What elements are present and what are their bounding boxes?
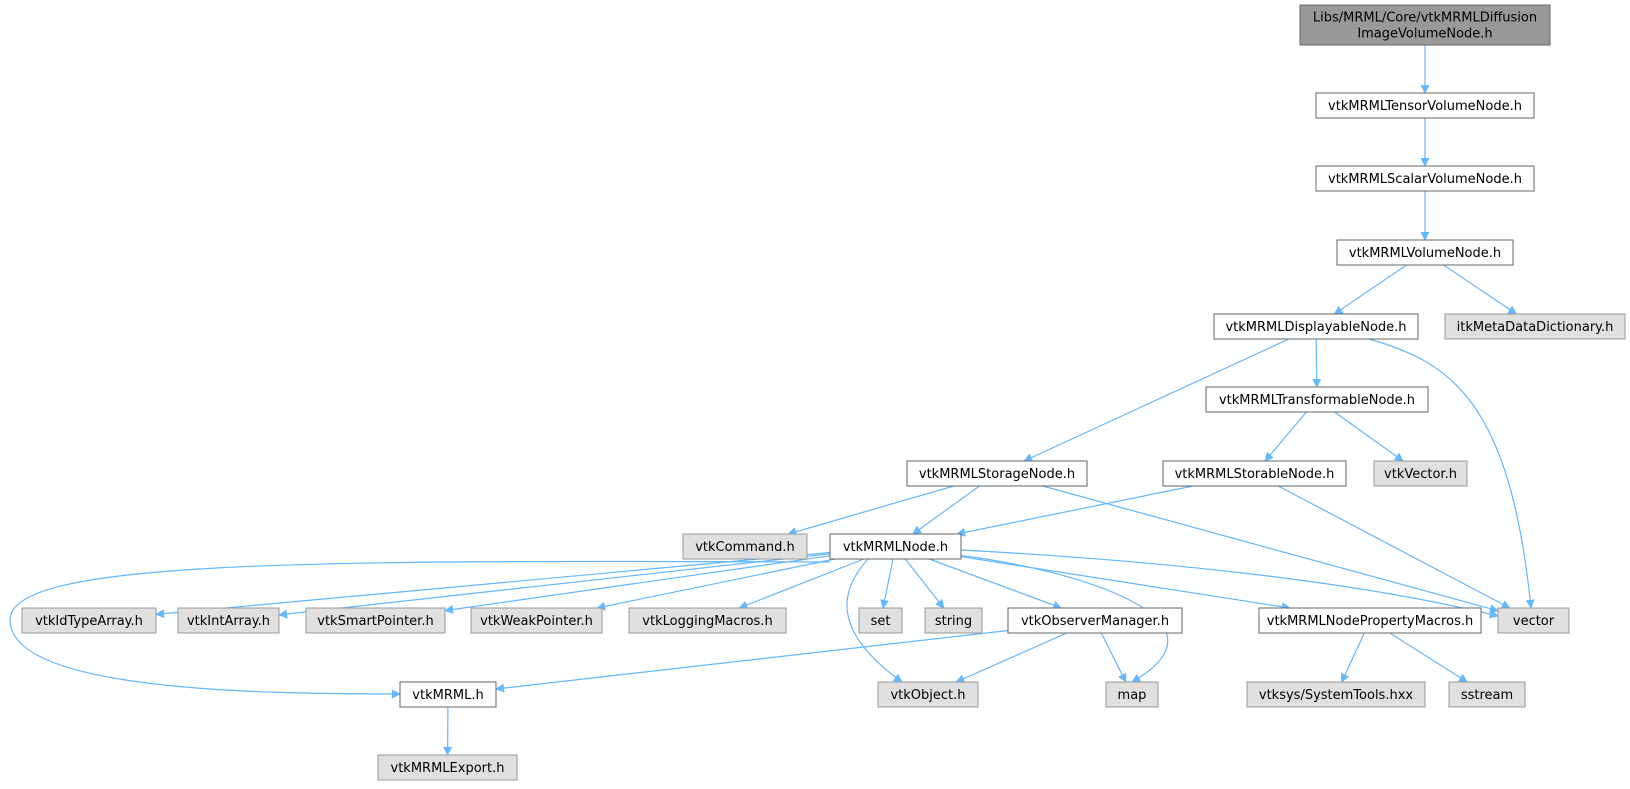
node-label-root-line-2: ImageVolumeNode.h (1357, 27, 1492, 42)
node-transformable[interactable]: vtkMRMLTransformableNode.h (1206, 387, 1428, 412)
edge-transformable-to-storable (1265, 412, 1306, 461)
edge-volume-to-displayable (1334, 265, 1406, 314)
node-label-systools: vtksys/SystemTools.hxx (1259, 688, 1414, 703)
edge-propmacros-to-sstream (1390, 633, 1467, 682)
node-string: string (925, 608, 982, 633)
node-storable[interactable]: vtkMRMLStorableNode.h (1163, 461, 1346, 486)
node-label-mrmlnode: vtkMRMLNode.h (843, 540, 948, 555)
node-smartptr: vtkSmartPointer.h (306, 608, 445, 633)
node-sstream: sstream (1449, 682, 1525, 707)
node-vtkcommand: vtkCommand.h (683, 534, 807, 559)
node-itkmeta: itkMetaDataDictionary.h (1445, 314, 1625, 339)
node-intarray: vtkIntArray.h (178, 608, 279, 633)
node-label-root-line-1: Libs/MRML/Core/vtkMRMLDiffusion (1313, 11, 1537, 26)
node-label-displayable: vtkMRMLDisplayableNode.h (1225, 320, 1406, 335)
edge-observer-to-vtkmrml (496, 631, 1008, 690)
node-label-volume: vtkMRMLVolumeNode.h (1349, 246, 1501, 261)
node-idtype: vtkIdTypeArray.h (22, 608, 156, 633)
node-logging: vtkLoggingMacros.h (629, 608, 786, 633)
edge-displayable-to-transformable (1316, 339, 1317, 387)
edge-storable-to-mrmlnode (957, 486, 1193, 534)
edge-storable-to-vector (1278, 486, 1510, 608)
node-label-storage: vtkMRMLStorageNode.h (919, 467, 1075, 482)
node-systools: vtksys/SystemTools.hxx (1247, 682, 1425, 707)
node-label-storable: vtkMRMLStorableNode.h (1175, 467, 1335, 482)
node-storage[interactable]: vtkMRMLStorageNode.h (907, 461, 1087, 486)
node-label-propmacros: vtkMRMLNodePropertyMacros.h (1267, 614, 1473, 629)
node-tensor[interactable]: vtkMRMLTensorVolumeNode.h (1316, 93, 1534, 118)
node-label-vtkvector: vtkVector.h (1384, 467, 1457, 482)
node-vector: vector (1498, 608, 1569, 633)
node-label-map: map (1118, 688, 1147, 703)
node-volume[interactable]: vtkMRMLVolumeNode.h (1337, 240, 1513, 265)
node-map: map (1106, 682, 1158, 707)
edge-storage-to-mrmlnode (913, 486, 980, 534)
edge-storage-to-vtkcommand (788, 486, 954, 534)
edge-propmacros-to-systools (1342, 633, 1365, 682)
edge-observer-to-vtkobject (956, 633, 1067, 682)
edge-observer-to-map (1101, 633, 1126, 682)
node-label-observer: vtkObserverManager.h (1021, 614, 1169, 629)
node-label-transformable: vtkMRMLTransformableNode.h (1219, 393, 1415, 408)
node-label-export: vtkMRMLExport.h (391, 761, 505, 776)
edge-mrmlnode-to-set (883, 559, 893, 608)
node-label-string: string (935, 614, 972, 629)
edge-volume-to-itkmeta (1444, 265, 1517, 314)
node-label-tensor: vtkMRMLTensorVolumeNode.h (1328, 99, 1522, 114)
node-weakptr: vtkWeakPointer.h (471, 608, 602, 633)
node-displayable[interactable]: vtkMRMLDisplayableNode.h (1214, 314, 1418, 339)
node-label-itkmeta: itkMetaDataDictionary.h (1457, 320, 1614, 335)
node-label-idtype: vtkIdTypeArray.h (35, 614, 143, 629)
node-label-logging: vtkLoggingMacros.h (642, 614, 772, 629)
node-vtkvector: vtkVector.h (1374, 461, 1467, 486)
node-label-vtkcommand: vtkCommand.h (695, 540, 795, 555)
nodes-layer: Libs/MRML/Core/vtkMRMLDiffusionImageVolu… (22, 5, 1625, 780)
node-label-smartptr: vtkSmartPointer.h (317, 614, 433, 629)
node-mrmlnode[interactable]: vtkMRMLNode.h (830, 534, 961, 559)
node-root[interactable]: Libs/MRML/Core/vtkMRMLDiffusionImageVolu… (1300, 5, 1550, 45)
node-label-sstream: sstream (1461, 688, 1513, 703)
node-vtkobject: vtkObject.h (878, 682, 978, 707)
node-observer[interactable]: vtkObserverManager.h (1008, 608, 1182, 633)
edge-mrmlnode-to-string (905, 559, 943, 608)
edge-mrmlnode-to-observer (929, 559, 1061, 608)
node-label-vtkobject: vtkObject.h (890, 688, 965, 703)
node-label-vtkmrml: vtkMRML.h (412, 688, 483, 703)
node-propmacros[interactable]: vtkMRMLNodePropertyMacros.h (1259, 608, 1481, 633)
edge-mrmlnode-to-propmacros (961, 557, 1290, 608)
node-scalar[interactable]: vtkMRMLScalarVolumeNode.h (1316, 166, 1534, 191)
node-label-set: set (871, 614, 891, 629)
edge-transformable-to-vtkvector (1335, 412, 1404, 461)
node-label-scalar: vtkMRMLScalarVolumeNode.h (1328, 172, 1522, 187)
node-export: vtkMRMLExport.h (378, 755, 517, 780)
node-vtkmrml[interactable]: vtkMRML.h (400, 682, 496, 707)
edge-mrmlnode-to-smartptr (445, 556, 830, 611)
node-label-vector: vector (1513, 614, 1555, 629)
node-label-intarray: vtkIntArray.h (187, 614, 270, 629)
node-set: set (859, 608, 902, 633)
node-label-weakptr: vtkWeakPointer.h (480, 614, 593, 629)
